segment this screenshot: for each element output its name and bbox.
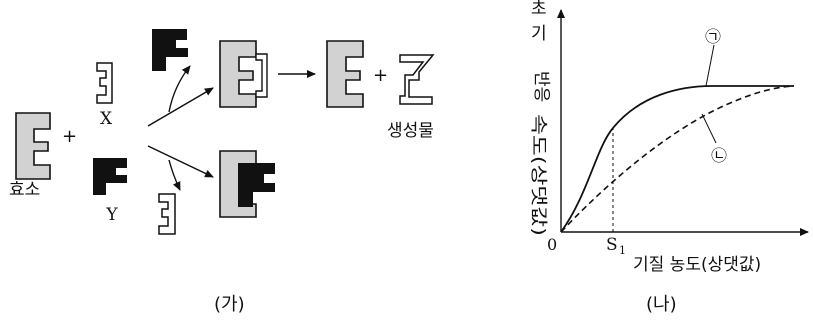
panel-b-caption: (나) <box>646 294 677 315</box>
origin-label: 0 <box>547 235 557 254</box>
ei-complex-inhibitor <box>238 163 275 207</box>
enzyme-shape <box>15 112 51 180</box>
s1-label: S <box>606 235 618 255</box>
enzyme-label: 효소 <box>9 180 40 200</box>
es-complex-substrate <box>255 53 268 98</box>
arrow-to-ei-complex <box>147 145 214 178</box>
curve-2-marker: ㉡ <box>711 146 727 165</box>
curve-2-leader <box>701 113 717 144</box>
panel-b: 초 기 반응 속도(상댓값) 0 S 1 기질 농도(상댓값) ㉠ ㉡ (나) <box>528 0 809 315</box>
curve-1-leader <box>705 44 715 87</box>
es-complex-enzyme <box>219 40 257 108</box>
curve-1-marker: ㉠ <box>705 27 721 46</box>
inhibitor-top-shape <box>152 29 188 71</box>
arrow-inhibitor-leaves <box>168 65 191 113</box>
inhibitor-y-shape <box>93 158 127 195</box>
product-shape <box>399 54 435 105</box>
x-axis-label: 기질 농도(상댓값) <box>633 255 761 275</box>
substrate-x-label: X <box>100 109 113 129</box>
panel-a-caption: (가) <box>214 294 245 315</box>
plus-sign-2: + <box>373 65 388 86</box>
substrate-released-shape <box>158 193 176 235</box>
plus-sign-1: + <box>62 126 77 147</box>
substrate-x-shape <box>96 62 113 104</box>
panel-a: 효소 + X Y + 생성물 (가) <box>9 29 435 315</box>
curve-2 <box>560 85 795 233</box>
y-axis-label-3: 반응 <box>531 71 551 102</box>
arrow-substrate-leaves <box>168 159 181 191</box>
curve-1 <box>560 85 794 233</box>
y-axis-label-1: 초 <box>531 0 547 19</box>
y-axis-label-4: 속도(상댓값) <box>528 114 548 236</box>
arrow-to-es-complex <box>147 87 214 127</box>
y-axis-label-2: 기 <box>531 24 547 44</box>
free-enzyme-shape <box>326 40 364 108</box>
inhibitor-y-label: Y <box>105 205 118 225</box>
s1-subscript: 1 <box>619 244 626 257</box>
product-label: 생성물 <box>387 121 434 141</box>
